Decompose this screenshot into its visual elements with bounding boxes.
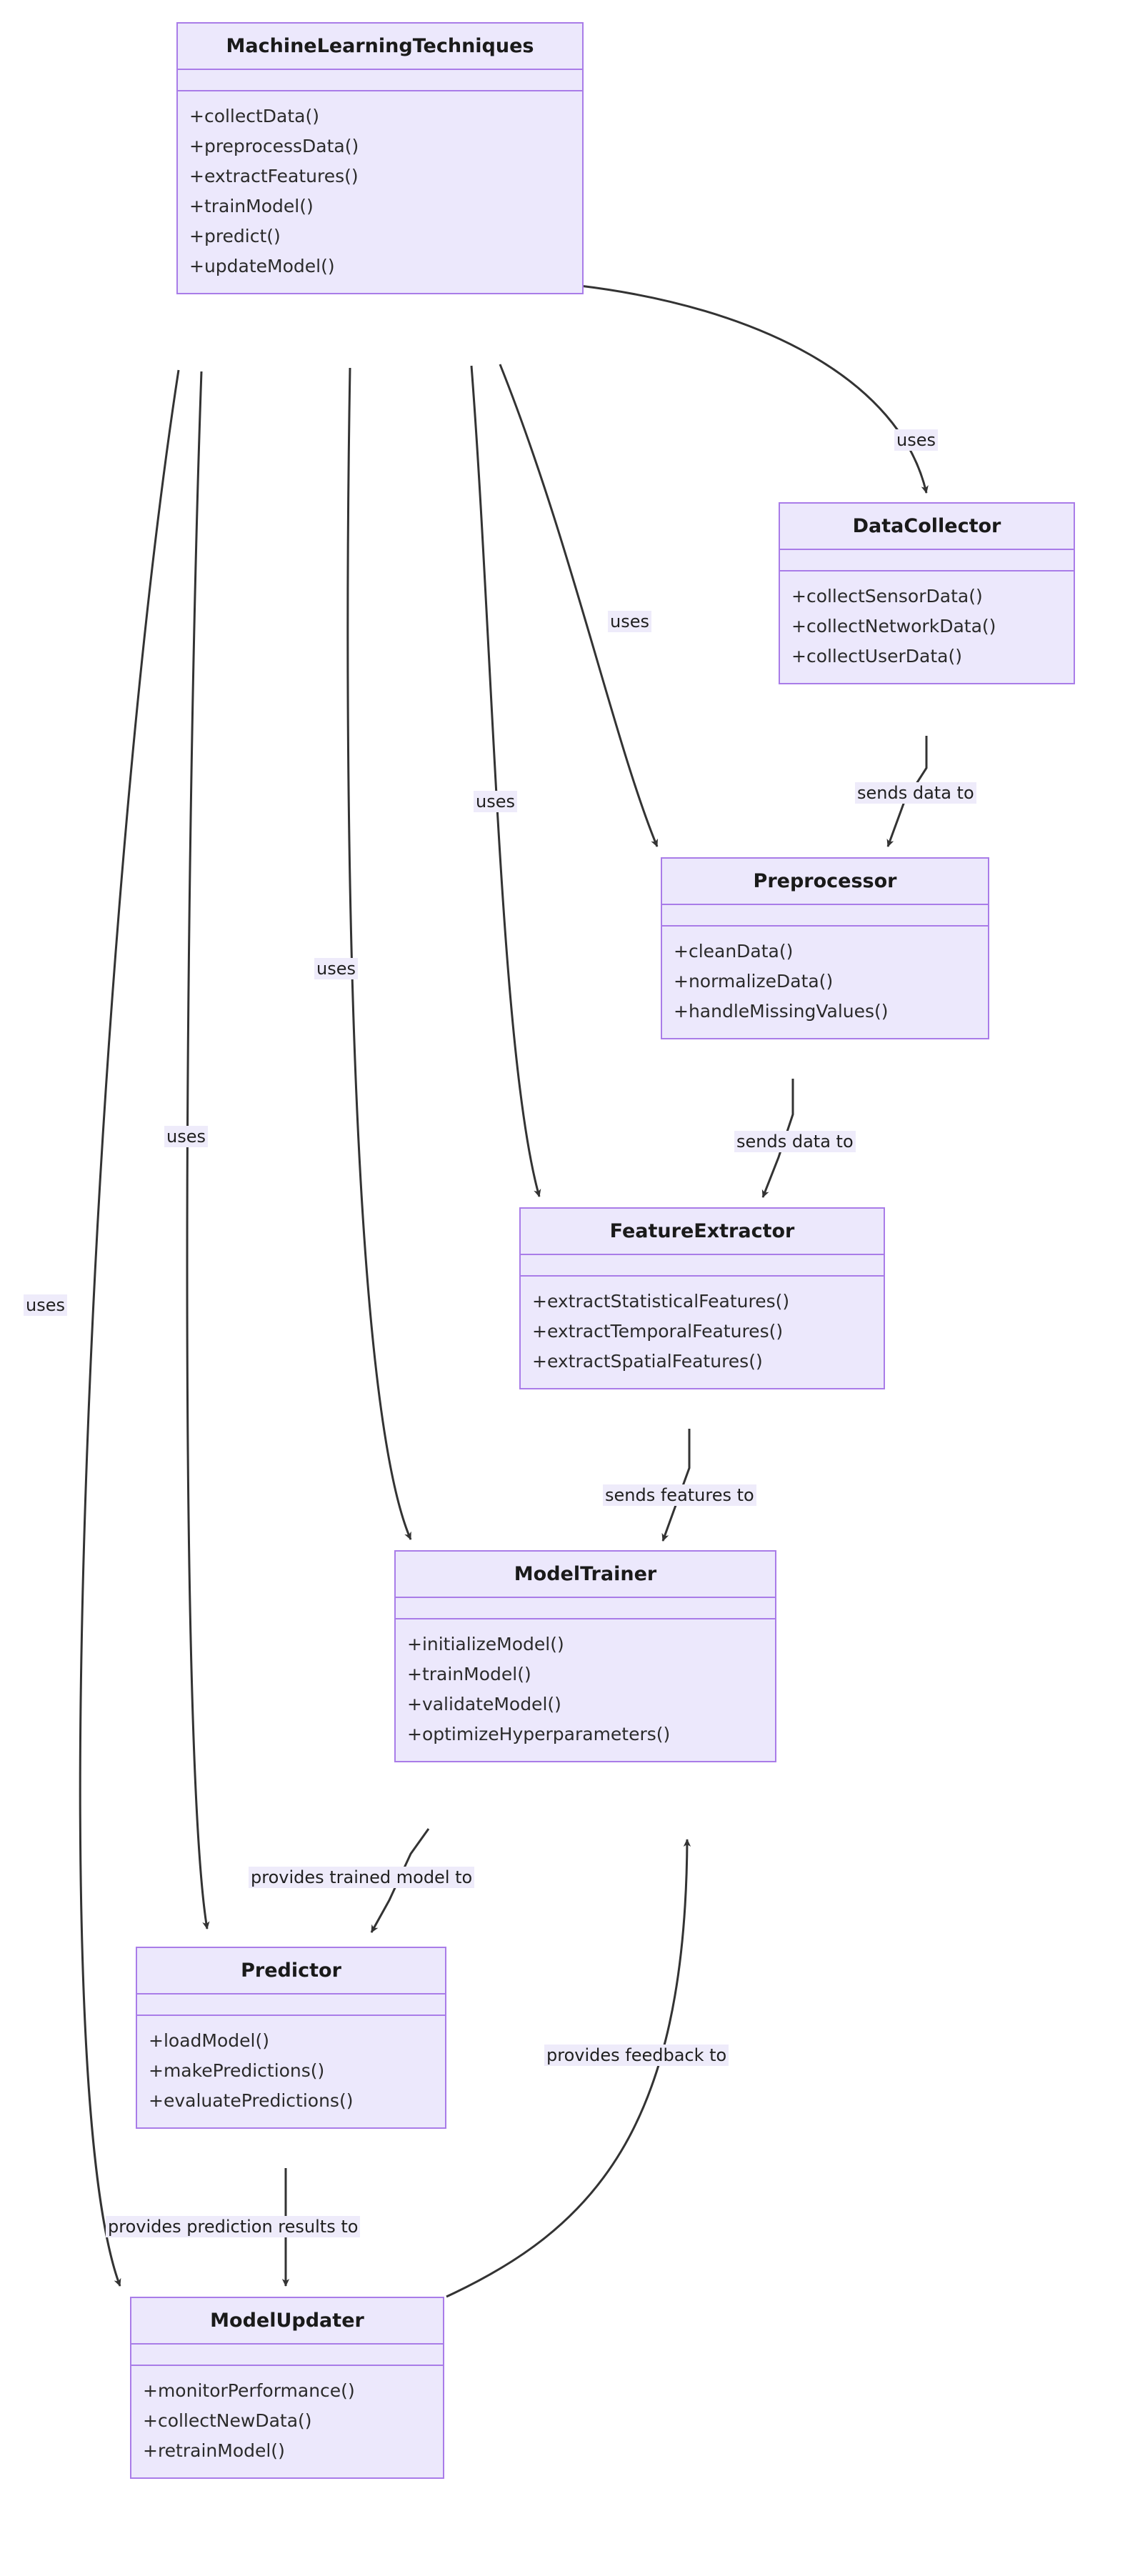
edge-provides-feedback-to-modeltrainer <box>446 1839 691 2298</box>
edge-label-uses-datacollector: uses <box>894 429 938 451</box>
method-item: +evaluatePredictions() <box>149 2090 354 2112</box>
edge-uses-predictor <box>186 371 210 1929</box>
edge-label-uses-featureextractor: uses <box>474 791 517 813</box>
edge-label-uses-modeltrainer: uses <box>314 958 358 980</box>
method-item: +collectData() <box>189 106 320 127</box>
method-item: +collectNetworkData() <box>791 616 996 637</box>
edge-label-provides-trained-model-to-predictor: provides trained model to <box>249 1867 475 1889</box>
method-item: +retrainModel() <box>143 2440 285 2462</box>
class-predictor[interactable]: Predictor +loadModel() +makePredictions(… <box>136 1947 446 2130</box>
method-item: +monitorPerformance() <box>143 2380 355 2402</box>
edge-label-sends-data-to-featureextractor: sends data to <box>734 1131 856 1153</box>
method-item: +updateModel() <box>189 256 335 277</box>
edge-label-uses-modelupdater: uses <box>24 1294 67 1317</box>
class-modeltrainer[interactable]: ModelTrainer +initializeModel() +trainMo… <box>394 1550 776 1763</box>
edge-label-sends-data-to-preprocessor: sends data to <box>855 782 976 804</box>
class-name-modeltrainer: ModelTrainer <box>514 1563 657 1585</box>
edge-label-provides-feedback-to-modeltrainer: provides feedback to <box>544 2045 729 2067</box>
class-attributes-compartment-datacollector <box>780 549 1074 570</box>
edge-label-sends-features-to-modeltrainer: sends features to <box>603 1484 756 1507</box>
method-item: +extractFeatures() <box>189 166 359 187</box>
method-item: +extractStatisticalFeatures() <box>532 1291 790 1312</box>
class-attributes-compartment-modelupdater <box>131 2343 443 2365</box>
class-featureextractor[interactable]: FeatureExtractor +extractStatisticalFeat… <box>519 1207 885 1390</box>
method-item: +optimizeHyperparameters() <box>407 1724 671 1745</box>
method-item: +preprocessData() <box>189 136 359 157</box>
class-datacollector[interactable]: DataCollector +collectSensorData() +coll… <box>779 502 1075 685</box>
method-item: +normalizeData() <box>674 971 834 992</box>
edge-uses-featureextractor <box>470 365 541 1197</box>
method-item: +initializeModel() <box>407 1634 564 1655</box>
method-item: +collectNewData() <box>143 2410 312 2432</box>
method-item: +collectUserData() <box>791 646 962 667</box>
method-item: +makePredictions() <box>149 2060 325 2082</box>
class-name-featureextractor: FeatureExtractor <box>609 1220 795 1242</box>
class-methods-compartment-preprocessor: +cleanData() +normalizeData() +handleMis… <box>662 925 988 1038</box>
class-methods-compartment-modelupdater: +monitorPerformance() +collectNewData() … <box>131 2365 443 2477</box>
method-item: +collectSensorData() <box>791 586 983 607</box>
method-item: +validateModel() <box>407 1694 561 1715</box>
class-methods-compartment-featureextractor: +extractStatisticalFeatures() +extractTe… <box>521 1275 884 1388</box>
method-item: +handleMissingValues() <box>674 1001 889 1022</box>
edge-uses-modeltrainer <box>346 367 412 1540</box>
method-item: +extractSpatialFeatures() <box>532 1351 763 1372</box>
class-attributes-compartment-machinelearningtechniques <box>178 69 582 90</box>
edge-label-provides-prediction-results-to-modelupdater: provides prediction results to <box>106 2216 361 2238</box>
class-attributes-compartment-preprocessor <box>662 904 988 925</box>
method-item: +loadModel() <box>149 2030 269 2052</box>
class-methods-compartment-datacollector: +collectSensorData() +collectNetworkData… <box>780 570 1074 683</box>
edge-label-uses-predictor: uses <box>164 1126 208 1148</box>
class-machinelearningtechniques[interactable]: MachineLearningTechniques +collectData()… <box>176 22 584 295</box>
class-methods-compartment-predictor: +loadModel() +makePredictions() +evaluat… <box>137 2015 445 2127</box>
class-methods-compartment-modeltrainer: +initializeModel() +trainModel() +valida… <box>396 1618 775 1761</box>
edge-uses-preprocessor <box>499 364 659 847</box>
class-attributes-compartment-modeltrainer <box>396 1597 775 1618</box>
class-name-predictor: Predictor <box>241 1960 341 1982</box>
class-preprocessor[interactable]: Preprocessor +cleanData() +normalizeData… <box>661 857 989 1040</box>
class-attributes-compartment-featureextractor <box>521 1254 884 1275</box>
method-item: +trainModel() <box>407 1664 531 1685</box>
class-methods-compartment-machinelearningtechniques: +collectData() +preprocessData() +extrac… <box>178 90 582 293</box>
edge-uses-datacollector <box>579 284 929 494</box>
method-item: +cleanData() <box>674 941 794 962</box>
class-name-preprocessor: Preprocessor <box>753 870 897 892</box>
class-name-datacollector: DataCollector <box>852 515 1001 537</box>
edge-label-uses-preprocessor: uses <box>608 611 651 633</box>
class-attributes-compartment-predictor <box>137 1993 445 2015</box>
method-item: +extractTemporalFeatures() <box>532 1321 784 1342</box>
method-item: +trainModel() <box>189 196 314 217</box>
method-item: +predict() <box>189 226 281 247</box>
class-modelupdater[interactable]: ModelUpdater +monitorPerformance() +coll… <box>130 2297 444 2480</box>
class-name-modelupdater: ModelUpdater <box>210 2310 364 2332</box>
class-name-machinelearningtechniques: MachineLearningTechniques <box>226 35 534 57</box>
